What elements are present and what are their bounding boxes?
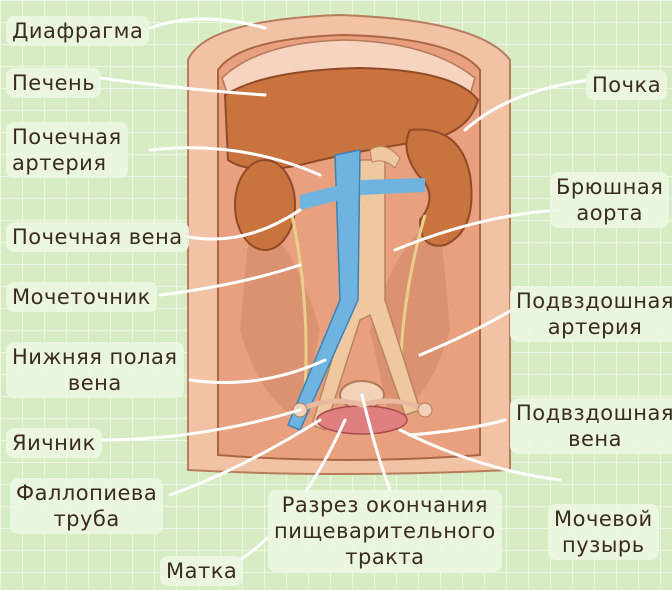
label-rectum-section: Разрез окончания пищеварительного тракта	[268, 490, 502, 572]
label-iliac-artery-line1: Подвздошная	[516, 288, 672, 314]
label-bladder: Мочевой пузырь	[548, 504, 659, 560]
label-bladder-line2: пузырь	[554, 532, 653, 558]
label-renal-vein: Почечная вена	[6, 222, 189, 252]
label-iliac-vein-line1: Подвздошная	[516, 400, 672, 426]
label-fallopian-tube-line2: труба	[16, 506, 157, 532]
renal-vein-right	[360, 178, 425, 195]
label-iliac-vein-line2: вена	[516, 426, 672, 452]
label-abdominal-aorta-line2: аорта	[556, 200, 663, 226]
label-renal-artery-line1: Почечная	[12, 124, 122, 150]
ovary-right	[418, 403, 432, 417]
label-fallopian-tube-line1: Фаллопиева	[16, 480, 157, 506]
label-rectum-line2: пищеварительного	[274, 518, 496, 544]
label-ureter: Мочеточник	[6, 282, 157, 312]
label-iliac-artery-line2: артерия	[516, 314, 672, 340]
label-iliac-vein: Подвздошная вена	[510, 398, 672, 454]
label-iliac-artery: Подвздошная артерия	[510, 286, 672, 342]
label-uterus: Матка	[160, 556, 243, 586]
label-renal-artery: Почечная артерия	[6, 122, 128, 178]
bladder-shape	[317, 406, 407, 434]
label-bladder-line1: Мочевой	[554, 506, 653, 532]
label-ovary: Яичник	[6, 428, 102, 458]
label-rectum-line3: тракта	[274, 544, 496, 570]
label-rectum-line1: Разрез окончания	[274, 492, 496, 518]
label-inferior-vena-cava-line2: вена	[12, 370, 178, 396]
label-abdominal-aorta: Брюшная аорта	[550, 172, 669, 228]
label-fallopian-tube: Фаллопиева труба	[10, 478, 163, 534]
label-diaphragm: Диафрагма	[6, 16, 149, 46]
label-inferior-vena-cava: Нижняя полая вена	[6, 342, 184, 398]
label-inferior-vena-cava-line1: Нижняя полая	[12, 344, 178, 370]
label-renal-artery-line2: артерия	[12, 150, 122, 176]
label-kidney: Почка	[586, 70, 667, 100]
label-abdominal-aorta-line1: Брюшная	[556, 174, 663, 200]
label-liver: Печень	[6, 68, 101, 98]
